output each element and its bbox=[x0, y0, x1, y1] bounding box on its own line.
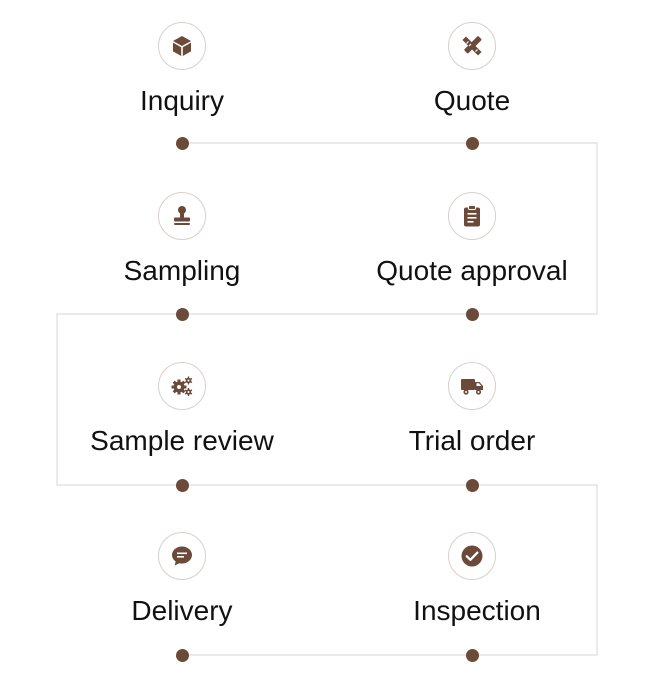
chat-bubble-icon bbox=[172, 546, 192, 566]
stamp-icon bbox=[174, 206, 190, 225]
box-icon bbox=[173, 36, 191, 56]
step-dot-quote-approval bbox=[465, 307, 479, 321]
step-quote: Quote bbox=[327, 22, 617, 118]
step-icon-circle bbox=[448, 362, 496, 410]
step-icon-circle bbox=[448, 22, 496, 70]
check-circle-icon bbox=[461, 545, 483, 567]
step-icon-circle bbox=[158, 192, 206, 240]
step-label: Delivery bbox=[131, 595, 233, 626]
step-inspection: Inspection bbox=[332, 532, 622, 628]
step-label: Quote approval bbox=[376, 255, 568, 286]
step-trial-order: Trial order bbox=[327, 362, 617, 458]
step-label: Inspection bbox=[413, 595, 541, 626]
step-quote-approval: Quote approval bbox=[327, 192, 617, 288]
gears-icon bbox=[171, 376, 193, 396]
step-dot-sample-review bbox=[175, 478, 189, 492]
step-dot-inquiry bbox=[175, 136, 189, 150]
step-label: Trial order bbox=[408, 425, 536, 456]
step-icon-circle bbox=[448, 192, 496, 240]
step-icon-circle bbox=[158, 532, 206, 580]
step-label: Sampling bbox=[123, 255, 241, 286]
step-delivery: Delivery bbox=[37, 532, 327, 628]
design-tools-icon bbox=[462, 36, 482, 56]
step-icon-circle bbox=[158, 362, 206, 410]
step-dot-trial-order bbox=[465, 478, 479, 492]
step-dot-quote bbox=[465, 136, 479, 150]
step-dot-delivery bbox=[175, 648, 189, 662]
step-label: Sample review bbox=[90, 425, 274, 456]
step-label: Quote bbox=[433, 85, 511, 116]
step-label: Inquiry bbox=[139, 85, 225, 116]
step-inquiry: Inquiry bbox=[37, 22, 327, 118]
step-sampling: Sampling bbox=[37, 192, 327, 288]
step-icon-circle bbox=[158, 22, 206, 70]
clipboard-icon bbox=[464, 205, 480, 227]
truck-icon bbox=[461, 379, 483, 395]
step-dot-inspection bbox=[465, 648, 479, 662]
step-sample-review: Sample review bbox=[37, 362, 327, 458]
step-dot-sampling bbox=[175, 307, 189, 321]
step-icon-circle bbox=[448, 532, 496, 580]
